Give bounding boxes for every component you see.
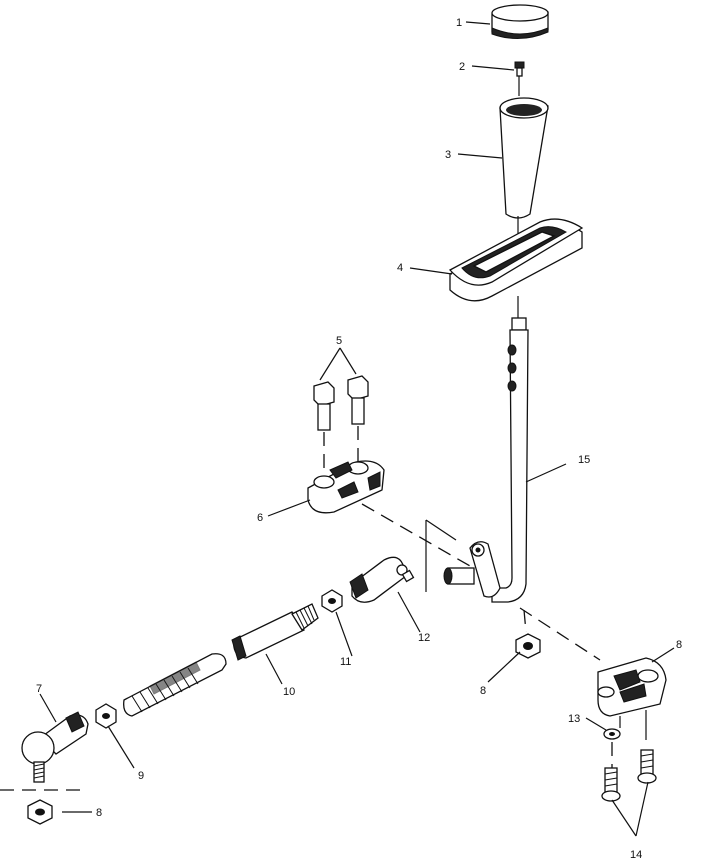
callout-11: 11 bbox=[340, 656, 351, 668]
callout-10: 10 bbox=[283, 686, 295, 698]
part-shift-grip bbox=[499, 97, 549, 242]
part-bolts-upper bbox=[313, 375, 369, 470]
part-mount-block-upper bbox=[307, 460, 385, 514]
callout-13: 13 bbox=[568, 713, 580, 725]
part-hex-nut-lower bbox=[0, 789, 82, 825]
part-threaded-rod bbox=[123, 653, 227, 717]
part-set-screw bbox=[514, 61, 525, 96]
callout-9: 9 bbox=[138, 770, 144, 782]
callout-labels: 1 2 3 4 5 6 7 8 8 8 9 10 11 12 13 14 15 bbox=[36, 17, 682, 861]
part-washer bbox=[603, 728, 621, 740]
callout-8-lower: 8 bbox=[96, 807, 102, 819]
callout-3: 3 bbox=[445, 149, 451, 161]
part-shift-lever bbox=[425, 317, 529, 603]
callout-4: 4 bbox=[397, 262, 403, 274]
callout-15: 15 bbox=[578, 454, 590, 466]
linkage-dashed-lines bbox=[361, 503, 601, 661]
callout-8-right: 8 bbox=[676, 639, 682, 651]
part-rod-end bbox=[349, 556, 415, 603]
part-ball-stud bbox=[21, 711, 89, 783]
part-adjuster-sleeve bbox=[231, 603, 319, 661]
callout-5: 5 bbox=[336, 335, 342, 347]
callout-7: 7 bbox=[36, 683, 42, 695]
callout-1: 1 bbox=[456, 17, 462, 29]
part-knob-cap bbox=[491, 4, 549, 39]
callout-8-mid: 8 bbox=[480, 685, 486, 697]
part-link-nut bbox=[95, 703, 117, 729]
part-hex-nut-mid bbox=[515, 633, 541, 659]
part-jam-nut bbox=[321, 589, 343, 613]
part-bolts-lower bbox=[601, 742, 657, 802]
part-mount-block-lower bbox=[597, 657, 667, 740]
callout-2: 2 bbox=[459, 61, 465, 73]
leader-lines bbox=[39, 21, 675, 837]
part-gate-plate bbox=[448, 218, 584, 318]
callout-6: 6 bbox=[257, 512, 263, 524]
callout-12: 12 bbox=[418, 632, 430, 644]
callout-14: 14 bbox=[630, 849, 642, 858]
